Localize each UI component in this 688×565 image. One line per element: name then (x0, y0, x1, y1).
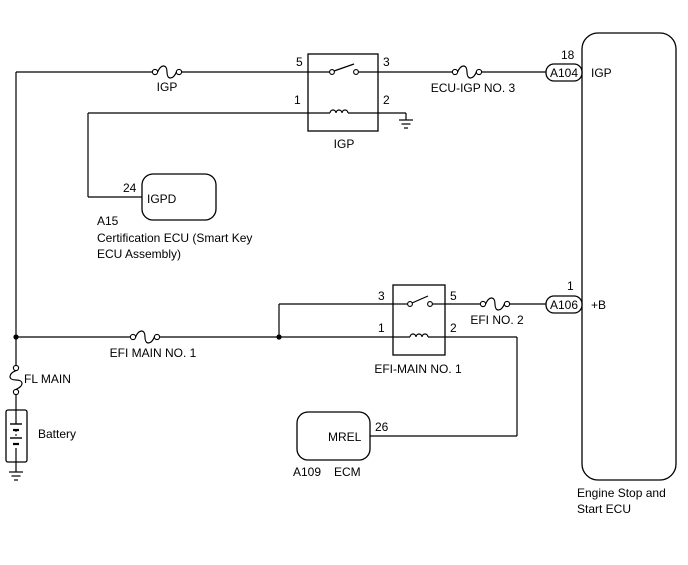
battery-label: Battery (38, 427, 76, 441)
connector-a106-pin: 1 (567, 279, 574, 293)
relay-igp-pin-5: 5 (296, 55, 303, 69)
battery-symbol (5, 409, 28, 463)
fuse-igp-label: IGP (157, 80, 178, 94)
fuse-igp-symbol (151, 65, 183, 79)
certification-ecu-terminal: IGPD (147, 192, 177, 206)
fuse-efi-no2-symbol (479, 297, 511, 311)
fuse-efi-main-no1-label: EFI MAIN NO. 1 (110, 346, 197, 360)
fuse-efi-main-no1-symbol (129, 330, 161, 344)
ecm-terminal: MREL (328, 430, 362, 444)
certification-ecu-name-line2: ECU Assembly) (97, 247, 181, 261)
ecm-name: ECM (334, 465, 361, 479)
junction-dot (276, 334, 282, 340)
ecm-pin: 26 (375, 420, 389, 434)
relay-igp-pin-3: 3 (383, 55, 390, 69)
certification-ecu-name-line1: Certification ECU (Smart Key (97, 231, 252, 245)
relay-efi-main-no1-label: EFI-MAIN NO. 1 (374, 362, 462, 376)
engine-stop-start-ecu-name-line1: Engine Stop and (577, 486, 666, 500)
terminal-plus-b-label: +B (591, 298, 606, 312)
fuse-efi-no2-label: EFI NO. 2 (470, 313, 524, 327)
relay-efi-pin-2: 2 (450, 321, 457, 335)
fuse-ecu-igp-no3-symbol (451, 65, 483, 79)
relay-igp (307, 53, 379, 132)
terminal-igp-label: IGP (591, 66, 612, 80)
fuse-ecu-igp-no3-label: ECU-IGP NO. 3 (431, 81, 516, 95)
certification-ecu-pin: 24 (123, 181, 137, 195)
ground-symbol (399, 119, 413, 129)
ecm-box (296, 411, 371, 461)
certification-ecu-connector: A15 (97, 214, 119, 228)
connector-a106-label: A106 (550, 298, 578, 312)
junction-dot (13, 334, 19, 340)
connector-a104 (545, 63, 583, 82)
relay-efi-pin-1: 1 (378, 321, 385, 335)
relay-igp-pin-2: 2 (383, 93, 390, 107)
fuse-fl-main-label: FL MAIN (24, 372, 71, 386)
relay-efi-pin-5: 5 (450, 289, 457, 303)
connector-a104-pin: 18 (561, 48, 575, 62)
engine-stop-start-ecu-box (581, 32, 677, 481)
ecm-connector: A109 (293, 465, 321, 479)
fuse-fl-main-symbol (9, 364, 23, 396)
certification-ecu-box (141, 173, 217, 221)
connector-a106 (545, 295, 583, 314)
relay-efi-pin-3: 3 (378, 289, 385, 303)
battery-ground-symbol (9, 471, 23, 481)
connector-a104-label: A104 (550, 66, 578, 80)
relay-igp-label: IGP (334, 137, 355, 151)
relay-efi-main-no1 (392, 284, 446, 356)
engine-stop-start-ecu-name-line2: Start ECU (577, 502, 631, 516)
relay-igp-pin-1: 1 (294, 93, 301, 107)
